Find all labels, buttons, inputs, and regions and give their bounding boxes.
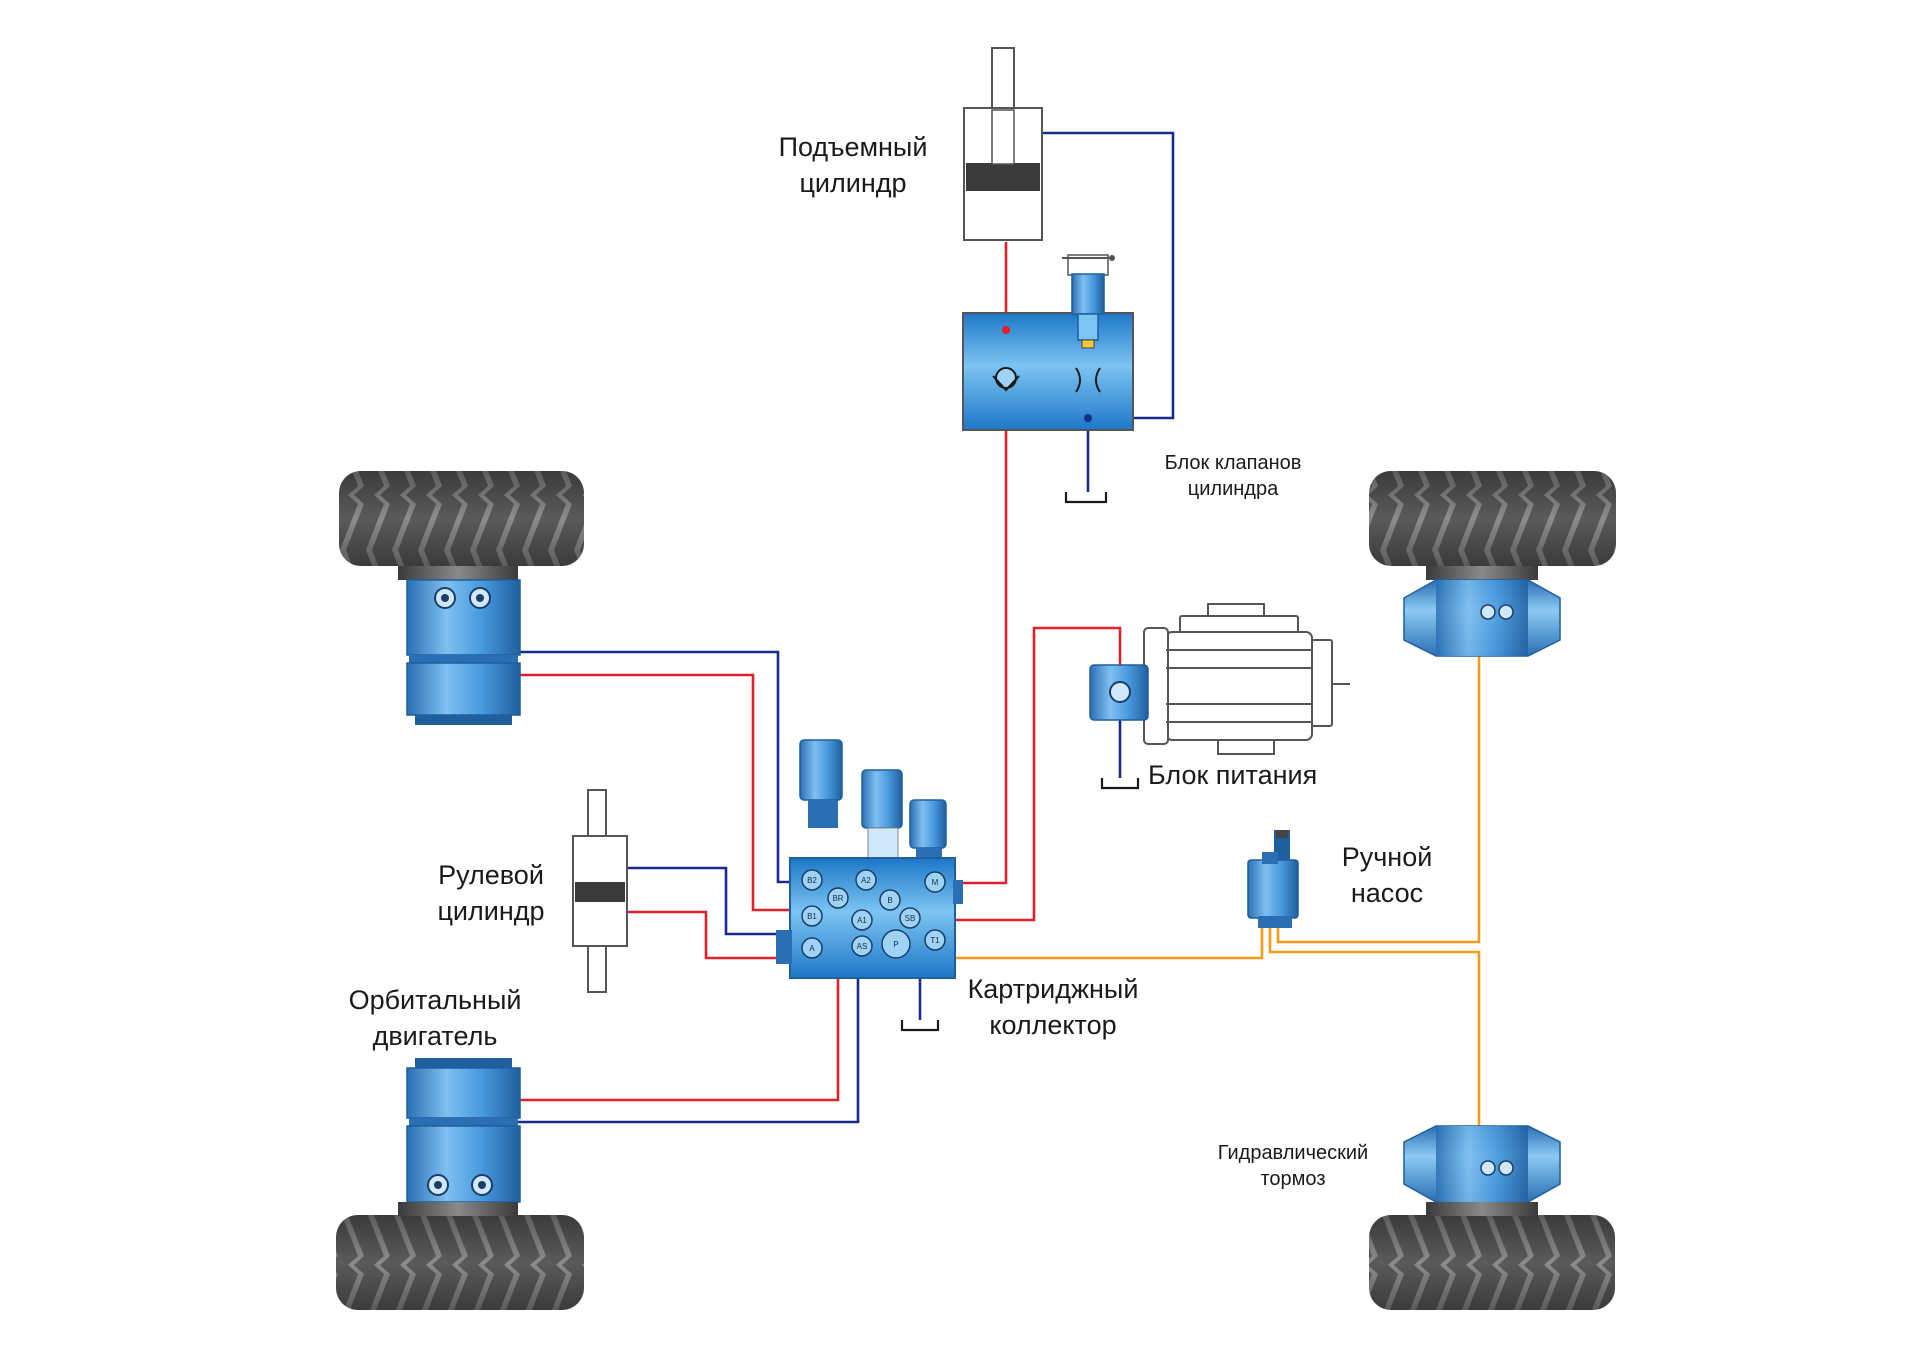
hand-pump-icon: [1247, 830, 1299, 928]
manifold-port: [879, 889, 901, 911]
power-unit-label: Блок питания: [1148, 760, 1318, 790]
motor-lower-b-line: [480, 978, 860, 1178]
brake-line-main: [955, 928, 1264, 960]
relief-valve-icon: [1062, 254, 1115, 349]
steer-pressure-line: [628, 910, 790, 960]
orbital-motor-icon: [398, 1058, 521, 1216]
manifold-port: [851, 935, 873, 957]
manifold-port: [801, 869, 823, 891]
manifold-port: [855, 869, 877, 891]
manifold-port-label: M: [932, 878, 939, 887]
tire-icon: [339, 471, 584, 566]
check-valve-icon: [992, 367, 1020, 392]
brake-icon: [1403, 1125, 1561, 1216]
manifold-port-label: A1: [857, 916, 867, 925]
cylinder-valve-block: [962, 312, 1134, 431]
steer-return-line: [628, 866, 790, 936]
tire-icon: [1369, 471, 1616, 566]
lift-cylinder-label: Подъемный цилиндр: [778, 132, 928, 198]
orbital-motor-label: Орбитальный двигатель: [348, 985, 522, 1051]
lift-pressure-line: [955, 242, 1008, 885]
manifold-port: [924, 929, 946, 951]
manifold-port: [801, 905, 823, 927]
tire-icon: [336, 1215, 584, 1310]
manifold-port-label: A2: [861, 876, 871, 885]
manifold-port-label: SB: [905, 914, 916, 923]
tank-icon: [900, 492, 1140, 1032]
pump-pressure-line: [955, 626, 1122, 922]
hydraulic-brake-label: Гидравлический тормоз: [1217, 1142, 1369, 1191]
electric-motor-icon: [1143, 603, 1350, 755]
manifold-port-label: BR: [832, 894, 843, 903]
manifold-port: [899, 907, 921, 929]
manifold-port: [851, 909, 873, 931]
cartridge-manifold-label: Картриджный коллектор: [967, 974, 1139, 1040]
manifold-port-label: P: [893, 940, 898, 949]
manifold-port: [827, 887, 849, 909]
cylinder-valve-block-label: Блок клапанов цилиндра: [1164, 452, 1302, 501]
hand-pump-label: Ручной насос: [1341, 842, 1433, 908]
orifice-icon: [1075, 367, 1101, 393]
manifold-port: [801, 937, 823, 959]
hydraulic-pump-icon: [1089, 664, 1149, 721]
manifold-port-label: AS: [857, 942, 868, 951]
brake-line-upper: [1276, 620, 1481, 944]
manifold-port-label: B2: [807, 876, 817, 885]
manifold-port: [881, 929, 911, 959]
steering-cylinder-label: Рулевой цилиндр: [437, 860, 545, 926]
orbital-motor-icon: [398, 566, 521, 725]
brake-line-lower: [1268, 928, 1481, 1168]
manifold-port-label: T1: [930, 936, 940, 945]
manifold-port-label: B1: [807, 912, 817, 921]
cylinder-icon: [572, 789, 628, 993]
tire-icon: [1369, 1215, 1615, 1310]
manifold-port-label: B: [887, 896, 892, 905]
brake-icon: [1403, 566, 1561, 657]
manifold-port-label: A: [809, 944, 815, 953]
cylinder-icon: [963, 47, 1043, 241]
manifold-port: [924, 871, 946, 893]
